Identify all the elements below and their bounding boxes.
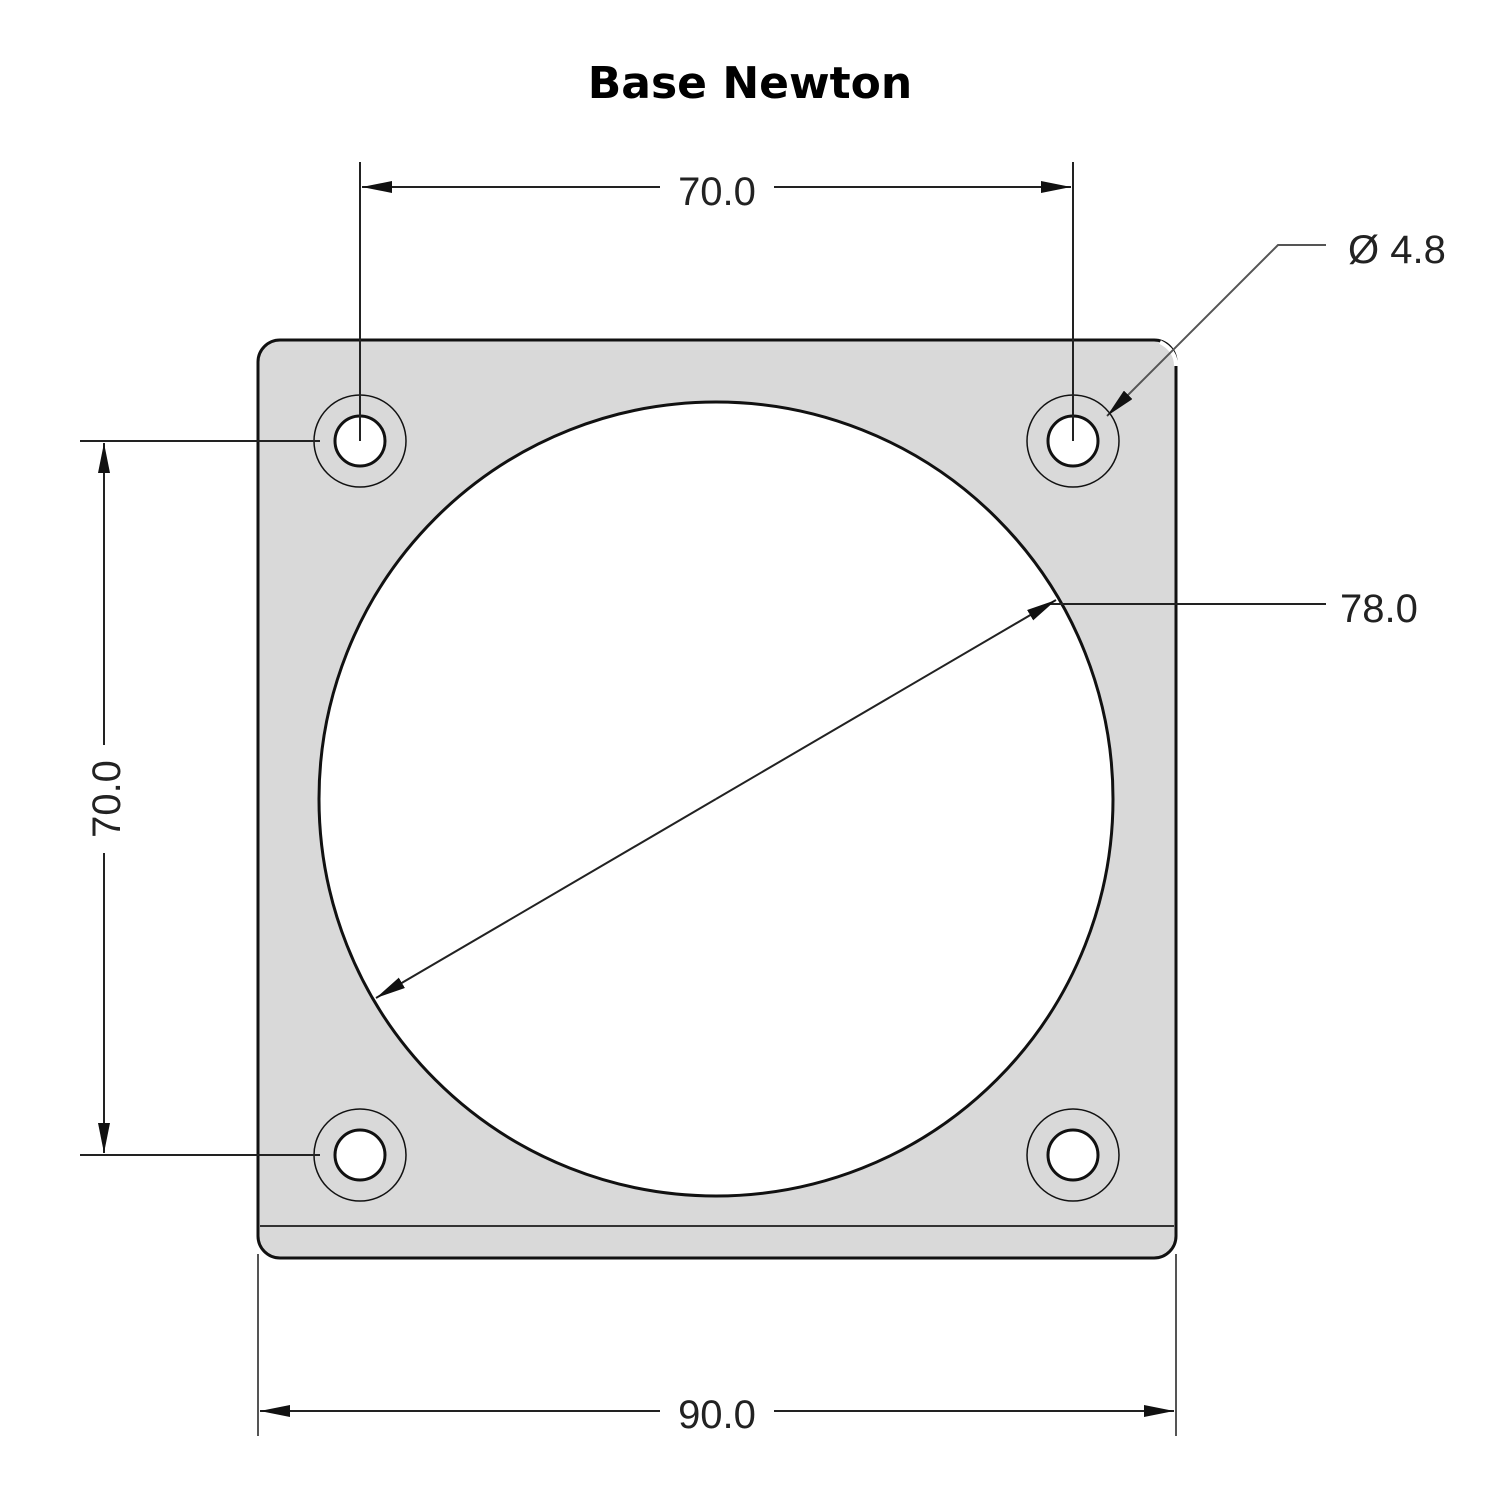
dimension-label: 70.0 bbox=[678, 170, 756, 214]
diameter-line-lower bbox=[375, 798, 717, 999]
leader-hole-diameter: Ø 4.8 bbox=[1106, 228, 1446, 417]
dimension-label: 90.0 bbox=[678, 1393, 756, 1437]
dimension-opening-diameter: 78.0 bbox=[375, 587, 1418, 999]
dimension-label: 70.0 bbox=[85, 760, 129, 838]
mounting-hole-bottom-right bbox=[1026, 1108, 1120, 1202]
dimension-plate-width: 90.0 bbox=[257, 1254, 1177, 1437]
dimension-label: Ø 4.8 bbox=[1348, 228, 1446, 272]
diameter-line-upper bbox=[715, 599, 1057, 800]
leader-line bbox=[1106, 244, 1326, 417]
dimension-hole-spacing-horizontal: 70.0 bbox=[359, 162, 1074, 441]
dimension-hole-spacing-vertical: 70.0 bbox=[80, 440, 320, 1156]
page-title: Base Newton bbox=[587, 58, 913, 109]
dimension-label: 78.0 bbox=[1340, 587, 1418, 631]
mounting-hole-bottom-left bbox=[313, 1108, 407, 1202]
